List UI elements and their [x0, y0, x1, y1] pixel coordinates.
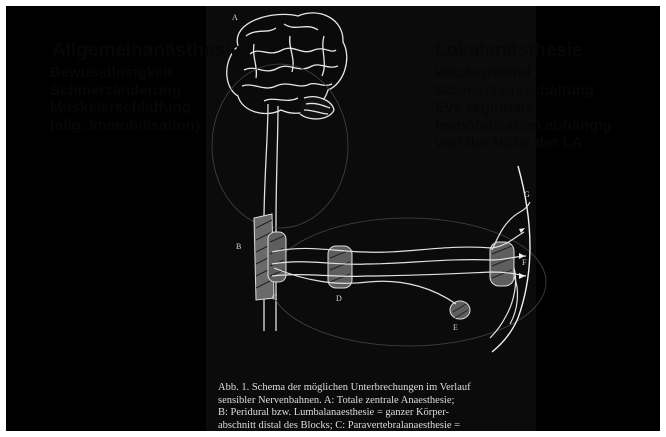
- caption-line: B: Peridural bzw. Lumbalanaesthesie = ga…: [218, 407, 548, 420]
- figure-label-f: F: [522, 258, 527, 267]
- block-f: [490, 242, 514, 286]
- figure-label-a: A: [232, 13, 238, 22]
- general-anesthesia-list: Bewusstlosigkeit Schmerzänderung Muskele…: [50, 64, 200, 134]
- list-item: Schmerzänderung: [50, 82, 200, 100]
- list-item: Evt. regionale: [435, 99, 612, 117]
- block-e: [450, 301, 470, 319]
- list-item: Bewusstlosigkeit: [50, 64, 200, 82]
- figure-label-e: E: [453, 323, 458, 332]
- caption-line: Abb. 1. Schema der möglichen Unterbrechu…: [218, 382, 548, 395]
- general-anesthesia-heading: Allgemeinanästhesie: [52, 41, 241, 61]
- list-item: Schmerzausschaltung: [435, 82, 612, 100]
- list-item: Wachzustand: [435, 64, 612, 82]
- slide: A B C D E F G Allgemeinanästhesie Bewuss…: [6, 6, 660, 431]
- list-item: Muskelerschlaffung: [50, 99, 200, 117]
- figure-label-b: B: [236, 242, 241, 251]
- local-anesthesia-heading: Lokalanästhesie: [435, 41, 583, 61]
- figure-label-c: C: [272, 293, 277, 302]
- block-d: [328, 246, 352, 288]
- caption-line: sensibler Nervenbahnen. A: Totale zentra…: [218, 395, 548, 408]
- figure-caption: Abb. 1. Schema der möglichen Unterbrechu…: [218, 382, 548, 431]
- list-item: Immobilisation abhängig: [435, 117, 612, 135]
- figure-label-d: D: [336, 294, 342, 303]
- figure-label-g: G: [524, 190, 530, 199]
- local-anesthesia-list: Wachzustand Schmerzausschaltung Evt. reg…: [435, 64, 612, 152]
- list-item: (allg. Immobilisation): [50, 117, 200, 135]
- brain-drawing: [227, 13, 347, 119]
- caption-line: abschnitt distal des Blocks; C: Paravert…: [218, 420, 548, 432]
- list-item: von der Höhe der LA: [435, 134, 612, 152]
